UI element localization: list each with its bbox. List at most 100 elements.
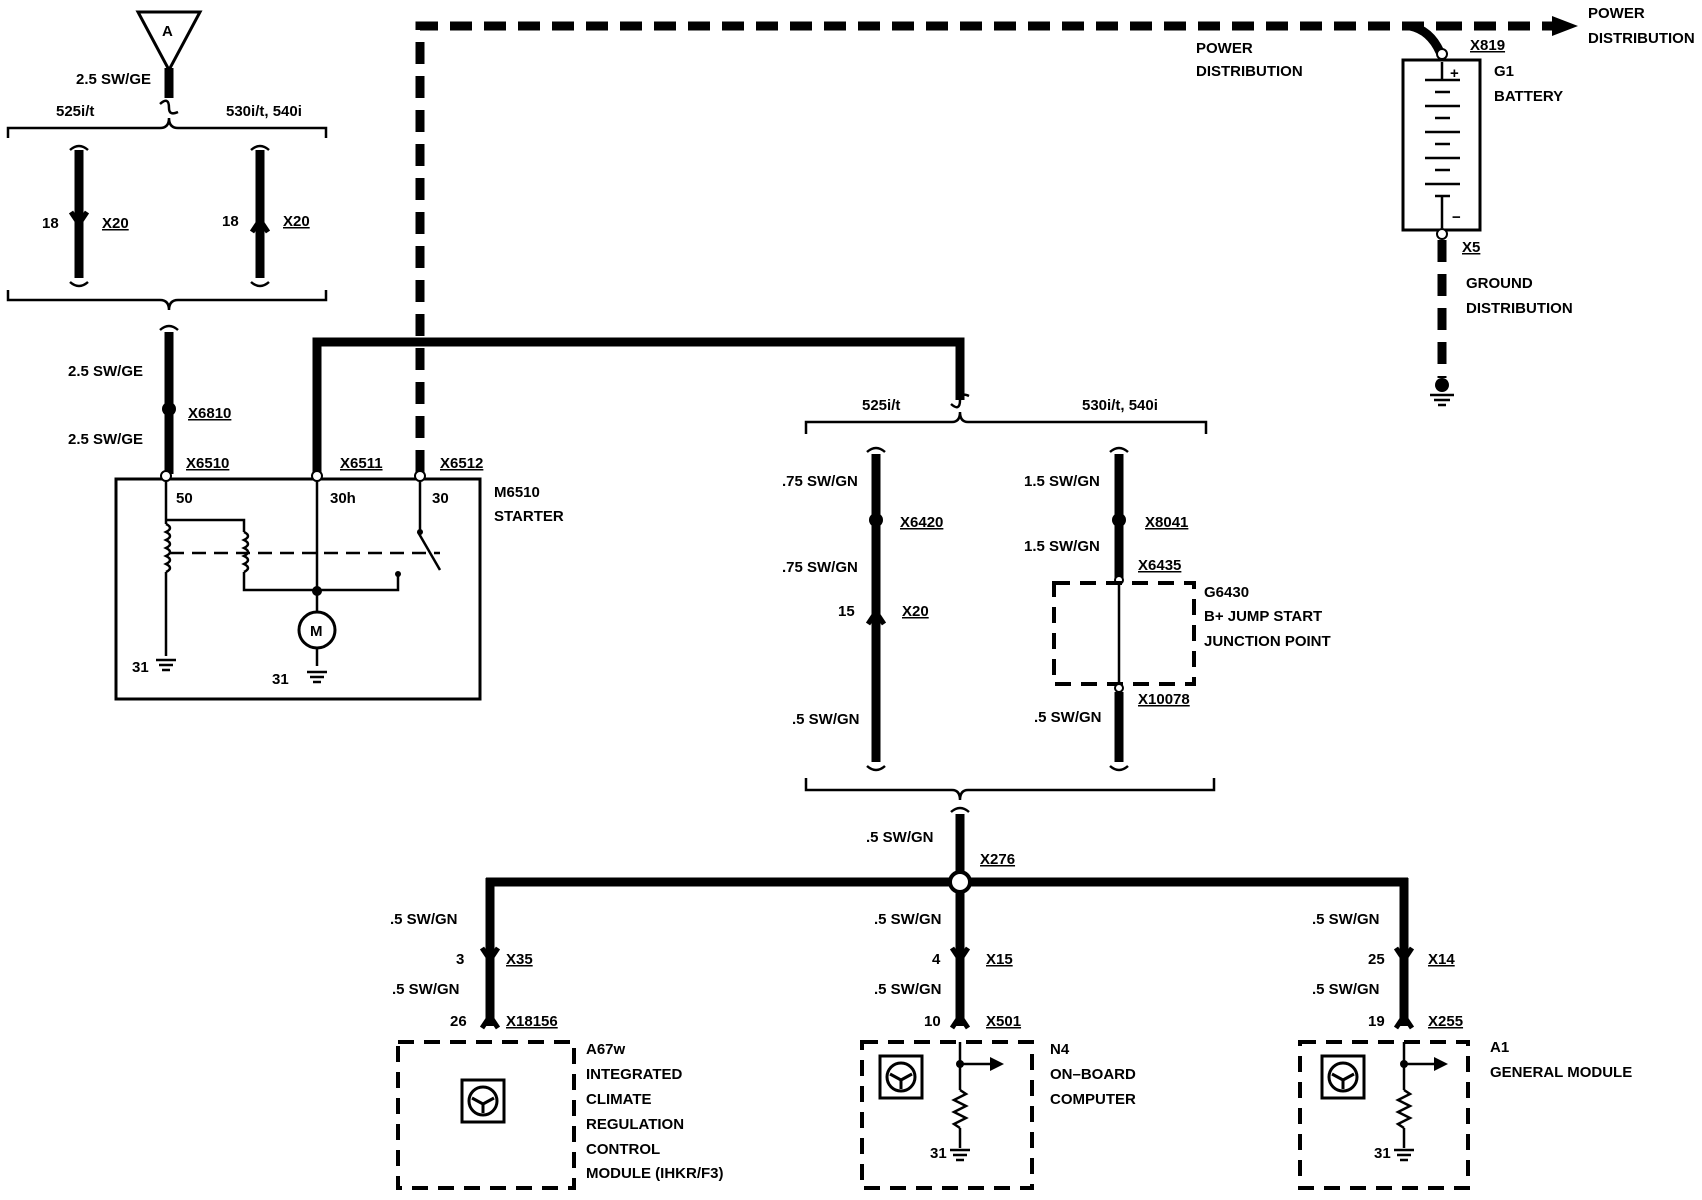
module-a67w-line: MODULE (IHKR/F3) [586,1165,724,1182]
ground-label: 31 [272,671,289,688]
wire-label: .5 SW/GN [390,911,458,928]
connector-label-x8041: X8041 [1145,514,1188,531]
pin-x5-dot [1436,228,1448,240]
variant-label-left: 525i/t [56,103,94,120]
ground-icon [307,670,327,684]
module-a1-line: GENERAL MODULE [1490,1064,1632,1081]
ground-dist-line2: DISTRIBUTION [1466,300,1573,317]
splice-x276 [948,870,972,894]
starter-name: STARTER [494,508,564,525]
internal-wire [317,574,400,592]
pin-label: 4 [932,951,941,968]
motor-label: M [310,623,323,640]
battery-plus: + [1450,65,1459,82]
wire-label: .5 SW/GN [1312,911,1380,928]
pin-label: 18 [42,215,59,232]
module-a1-line: A1 [1490,1039,1509,1056]
connector-x8041-dot [1112,513,1126,527]
variant-label-right: 530i/t, 540i [226,103,302,120]
connector-label-x15: X15 [986,951,1013,968]
connector-a-triangle [135,10,203,74]
ground-dot [1435,378,1449,392]
wire-end [159,324,179,331]
g6430-line2: JUNCTION POINT [1204,633,1331,650]
connector-label-x819: X819 [1470,37,1505,54]
module-a67w-line: A67w [586,1041,626,1058]
g6430-junction-box [1052,581,1196,686]
module-icon [1320,1054,1366,1100]
ground-label: 31 [132,659,149,676]
connector-label-x501: X501 [986,1013,1021,1030]
module-a67w-line: INTEGRATED [586,1066,683,1083]
connector-x18156-symbol [479,1011,501,1030]
wire-label: .5 SW/GN [1312,981,1380,998]
wire-label: .5 SW/GN [874,981,942,998]
wire-30h [312,337,965,476]
wire-battery-plus [1408,21,1445,54]
pin-label: 10 [924,1013,941,1030]
ground-icon [950,1148,970,1162]
pin-label: 19 [1368,1013,1385,1030]
connector-x501-symbol [949,1011,971,1030]
connector-label-x6511: X6511 [340,455,383,472]
battery-name: BATTERY [1494,88,1563,105]
connector-label-x5: X5 [1462,239,1480,256]
ground-icon [1394,1148,1414,1162]
starter-group: X6510 X6511 X6512 50 30h 30 M6510 STARTE… [114,337,970,701]
connector-x35-symbol [479,946,501,965]
module-a67w-line: CLIMATE [586,1091,652,1108]
wire-label: .5 SW/GN [392,981,460,998]
connector-x6420-dot [869,513,883,527]
variant-bracket-bottom [6,290,328,311]
battery-group: X819 + − G1 BATTERY X5 GROUND [1401,37,1573,407]
internal-wire [242,572,317,592]
motor-dot [312,586,322,596]
wire-end [950,806,970,813]
connector-x14-symbol [1393,946,1415,965]
power-dist-mid-line1: POWER [1196,40,1253,57]
wire-label: 1.5 SW/GN [1024,473,1100,490]
starter-box [114,477,482,701]
module-n4-line: ON–BOARD [1050,1066,1136,1083]
variant-bracket-top [6,117,328,138]
variant-bracket-top [804,411,1208,434]
variant-label-right: 530i/t, 540i [1082,397,1158,414]
module-n4-line: COMPUTER [1050,1091,1136,1108]
ground-dist-line1: GROUND [1466,275,1533,292]
starter-id: M6510 [494,484,540,501]
wire-end [69,144,89,151]
pin-30-dot [414,470,426,482]
wire-label: .5 SW/GN [792,711,860,728]
wire-label: .5 SW/GN [874,911,942,928]
module-a1-box [1298,1040,1470,1190]
wire-end [1109,765,1129,772]
power-arrow [1552,16,1578,36]
wire-label: 1.5 SW/GN [1024,538,1100,555]
wire-end [866,765,886,772]
connector-label-x10078: X10078 [1138,691,1190,708]
connector-label-x255: X255 [1428,1013,1463,1030]
module-n4-box [860,1040,1034,1190]
ground-label: 31 [930,1145,947,1162]
module-n4-line: N4 [1050,1041,1070,1058]
switch-contact [416,531,442,571]
pin-x10078-dot [1114,683,1124,693]
connector-x20-left-symbol [68,210,90,229]
pin-label: 3 [456,951,464,968]
solenoid-coil-left [163,522,172,574]
connector-label-x14: X14 [1428,951,1455,968]
middle-group: 525i/t 530i/t, 540i .75 SW/GN X6420 .75 … [782,397,1331,894]
pin-30h-dot [311,470,323,482]
connector-x15-symbol [949,946,971,965]
connector-a-label: A [162,23,173,40]
battery-cells [1425,62,1460,228]
wire-label: 2.5 SW/GE [68,363,143,380]
signal-arrow [1434,1057,1448,1071]
connector-label-x276: X276 [980,851,1015,868]
wire-break [950,393,970,409]
module-a67w-line: CONTROL [586,1141,660,1158]
resistor [1395,1088,1413,1130]
connector-label-x18156: X18156 [506,1013,558,1030]
wire-label: .75 SW/GN [782,473,858,490]
